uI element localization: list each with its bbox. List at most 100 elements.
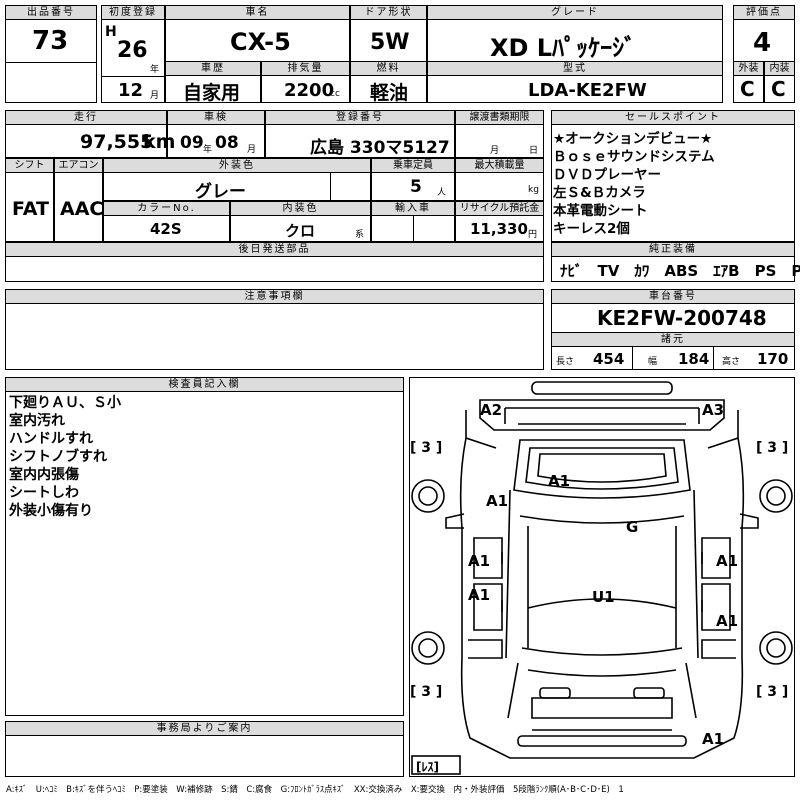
history-box	[165, 75, 261, 103]
damage-mark: G	[626, 518, 639, 536]
ext-grade: C	[740, 77, 755, 101]
door-type: 5W	[370, 30, 410, 55]
interior-color: クロ	[285, 222, 316, 240]
color: グレー	[195, 182, 246, 202]
int-box	[764, 75, 795, 103]
sales-points-label: セールスポイント	[551, 110, 795, 125]
int-grade: C	[771, 77, 786, 101]
transfer-label: 譲渡書類期限	[455, 110, 544, 125]
interior-color-box	[230, 215, 371, 242]
color-no-label: カラーNo.	[103, 201, 230, 216]
insp-year-unit: 年	[203, 145, 213, 155]
plate: 広島 330マ5127	[310, 138, 450, 158]
damage-mark: A1	[702, 730, 725, 748]
ext-box	[733, 75, 764, 103]
plate-box	[265, 124, 455, 158]
capacity-label: 乗車定員	[371, 158, 455, 173]
ext-label: 外装	[733, 61, 764, 76]
damage-mark: A1	[716, 612, 739, 630]
recycle-box	[455, 215, 544, 242]
color-no: 42S	[150, 220, 182, 238]
lot-box	[5, 19, 97, 103]
chassis-label: 車台番号	[551, 289, 795, 304]
load-box	[455, 172, 544, 201]
door-label: ドア形状	[350, 5, 427, 20]
length: 454	[593, 350, 625, 368]
displacement: 2200	[284, 80, 335, 101]
reg-month: 12	[118, 80, 144, 101]
month-box	[101, 76, 165, 103]
remark-line: 室内内張傷	[9, 467, 79, 483]
remark-line: ハンドルすれ	[9, 431, 93, 447]
model: LDA-KE2FW	[528, 80, 647, 101]
shift: FAT	[12, 198, 49, 220]
grade: XD Lﾊﾟｯｹｰｼﾞ	[490, 34, 637, 62]
month-unit: 月	[150, 91, 160, 101]
inspector-label: 検査員記入欄	[5, 377, 404, 392]
recycle-label: リサイクル預託金	[455, 201, 544, 216]
mileage: 97,555	[80, 131, 154, 153]
tire-front-left: [ 3 ]	[410, 440, 443, 456]
shift-box	[5, 172, 54, 242]
first-reg-label: 初度登録	[101, 5, 165, 20]
car-outline-diagram	[411, 381, 793, 775]
tire-rear-left: [ 3 ]	[410, 684, 443, 700]
history: 自家用	[183, 82, 241, 104]
width: 184	[678, 350, 710, 368]
score: 4	[753, 28, 772, 58]
recycle: 11,330	[470, 220, 528, 238]
specs-label: 諸元	[551, 332, 795, 347]
history-label: 車歴	[165, 61, 261, 76]
notes-box	[5, 303, 544, 370]
remark-line: シートしわ	[9, 485, 79, 501]
model-box	[427, 75, 723, 103]
displacement-box	[261, 75, 350, 103]
legend: A:ｷｽﾞ U:ﾍｺﾐ B:ｷｽﾞを伴うﾍｺﾐ P:要塗装 W:補修跡 S:錆 …	[6, 785, 624, 795]
import-label: 輸入車	[371, 201, 455, 216]
lot-label: 出品番号	[5, 5, 97, 20]
lot-number: 73	[32, 26, 69, 56]
damage-diagram: [ 3 ] [ 3 ] [ 3 ] [ 3 ] [ﾚｽ] A2 A3 A1 A1…	[409, 377, 795, 777]
transfer-month-unit: 月	[490, 146, 500, 156]
load-unit: kg	[528, 185, 539, 195]
fuel-label: 燃料	[350, 61, 427, 76]
remark-line: 室内汚れ	[9, 413, 65, 429]
remark-line: 外装小傷有り	[9, 503, 93, 519]
inspection-label: 車検	[167, 110, 265, 125]
color-label: 外装色	[103, 158, 371, 173]
recycle-unit: 円	[528, 230, 538, 240]
plate-label: 登録番号	[265, 110, 455, 125]
spare-tire: [ﾚｽ]	[416, 760, 439, 774]
score-label: 評価点	[733, 5, 795, 20]
car-name: CX-5	[230, 28, 291, 56]
capacity-box	[371, 172, 455, 201]
damage-mark: A2	[480, 401, 503, 419]
displacement-label: 排気量	[261, 61, 350, 76]
notes-label: 注意事項欄	[5, 289, 544, 304]
sales-points-box	[551, 124, 795, 242]
era: H	[105, 24, 117, 40]
sales-point-item: ★オークションデビュー★	[553, 131, 713, 147]
later-parts-label: 後日発送部品	[5, 242, 544, 257]
interior-color-unit: 系	[355, 230, 365, 240]
color-box	[103, 172, 371, 201]
grade-label: グレード	[427, 5, 723, 20]
transfer-box	[455, 124, 544, 158]
displacement-unit: cc	[330, 89, 340, 99]
transfer-day-unit: 日	[529, 146, 539, 156]
equipment-box	[551, 256, 795, 282]
remark-line: シフトノブすれ	[9, 449, 107, 465]
ac-label: エアコン	[54, 158, 103, 173]
inspection-box	[167, 124, 265, 158]
damage-mark: A1	[486, 492, 509, 510]
capacity-unit: 人	[437, 188, 447, 198]
sales-point-item: 左Ｓ&Ｂカメラ	[553, 185, 646, 201]
damage-mark: A1	[716, 552, 739, 570]
insp-month-unit: 月	[247, 145, 257, 155]
office-box	[5, 735, 404, 777]
model-label: 型式	[427, 61, 723, 76]
reg-year: 26	[117, 38, 148, 63]
office-label: 事務局よりご案内	[5, 721, 404, 736]
sales-point-item: 本革電動シート	[553, 203, 648, 219]
equipment-label: 純正装備	[551, 242, 795, 257]
